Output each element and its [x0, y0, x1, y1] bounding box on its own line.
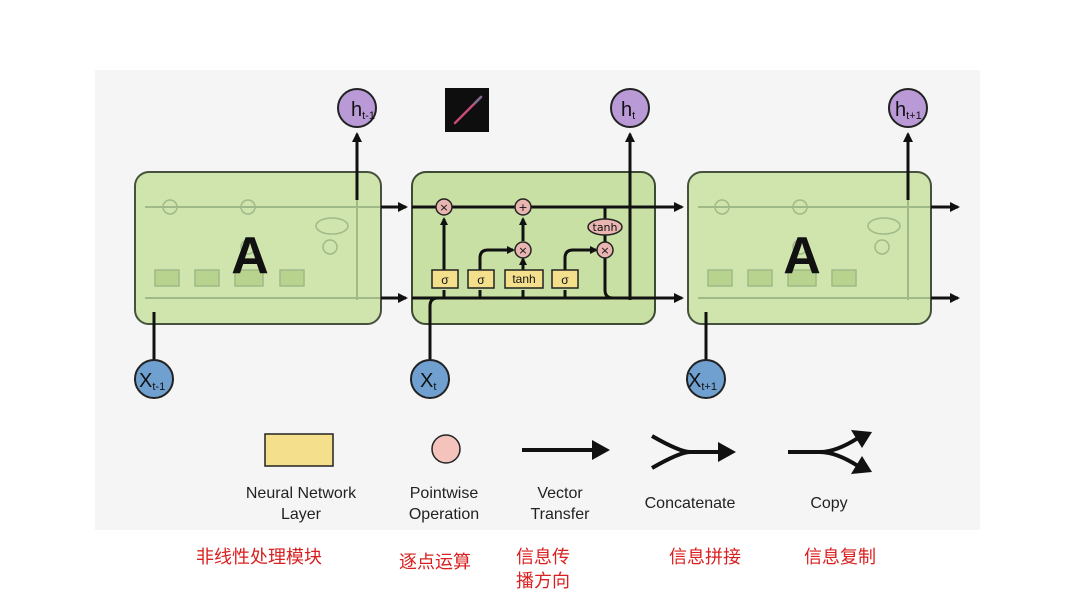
legend-copy-lower — [819, 450, 860, 468]
h-next-main: h — [895, 99, 906, 121]
op-output-multiply: × — [596, 241, 614, 259]
gate-candidate: tanh — [504, 269, 544, 289]
legend-concat: Concatenate — [645, 434, 736, 512]
legend-vector-arrow-head — [592, 440, 610, 460]
middle-lstm-cell — [411, 171, 656, 325]
cn-label-copy: 信息复制 — [804, 547, 876, 568]
x-curr-sub: t — [433, 381, 436, 393]
legend-concat-lower — [651, 450, 691, 470]
gate-output-label: σ — [561, 273, 569, 287]
cn-label-vector-line2: 播方向 — [516, 571, 570, 592]
legend-pointwise-line1: Pointwise — [410, 485, 479, 502]
pencil-icon[interactable] — [445, 88, 489, 132]
op-cell-tanh-label: tanh — [593, 221, 618, 234]
h-node-curr: ht — [610, 88, 650, 128]
x-prev-main: X — [139, 370, 152, 392]
op-add: + — [514, 198, 532, 216]
op-input-multiply-label: × — [518, 244, 527, 257]
legend-concat-label: Concatenate — [645, 495, 736, 512]
x-node-prev: Xt-1 — [134, 359, 174, 399]
legend-pointwise-line2: Operation — [409, 506, 479, 523]
gate-input-label: σ — [477, 273, 485, 287]
legend-vector: Vector Transfer — [522, 440, 610, 523]
gate-candidate-label: tanh — [512, 272, 535, 286]
inter-cell-wires — [152, 132, 960, 362]
legend-copy-head-up — [851, 430, 872, 448]
legend-pointwise: Pointwise Operation — [409, 434, 479, 523]
legend: Neural Network Layer Pointwise Operation… — [246, 430, 872, 523]
cn-label-vector-line1: 信息传 — [516, 547, 570, 568]
legend-copy: Copy — [788, 430, 872, 512]
op-input-multiply: × — [514, 241, 532, 259]
legend-copy-head-down — [851, 456, 872, 474]
h-next-sub: t+1 — [906, 110, 922, 122]
x-next-main: X — [688, 370, 701, 392]
op-output-multiply-label: × — [600, 244, 609, 257]
x-node-next: Xt+1 — [686, 359, 726, 399]
svg-text:Xt+1: Xt+1 — [688, 370, 717, 393]
x-node-curr: Xt — [410, 359, 450, 399]
legend-nn-layer: Neural Network Layer — [246, 433, 357, 523]
cn-label-nn-layer: 非线性处理模块 — [196, 547, 322, 568]
op-add-label: + — [518, 201, 527, 214]
op-cell-tanh: tanh — [587, 218, 623, 236]
x-curr-main: X — [420, 370, 433, 392]
gate-input: σ — [467, 269, 495, 289]
cn-label-pointwise: 逐点运算 — [399, 552, 471, 573]
gate-forget-label: σ — [441, 273, 449, 287]
cell-label-right: A — [783, 227, 821, 285]
h-prev-main: h — [351, 99, 362, 121]
legend-pointwise-swatch — [431, 434, 461, 464]
h-curr-sub: t — [632, 110, 635, 122]
gate-forget: σ — [431, 269, 459, 289]
h-curr-main: h — [621, 99, 632, 121]
legend-vector-line2: Transfer — [531, 506, 591, 523]
x-next-sub: t+1 — [701, 381, 717, 393]
op-forget-multiply-label: × — [439, 201, 448, 214]
h-prev-sub: t-1 — [362, 110, 375, 122]
h-node-prev: ht-1 — [337, 88, 377, 128]
svg-text:ht+1: ht+1 — [895, 99, 922, 122]
svg-text:ht-1: ht-1 — [351, 99, 375, 122]
x-prev-sub: t-1 — [152, 381, 165, 393]
cell-label-left: A — [231, 227, 269, 285]
svg-text:Xt-1: Xt-1 — [139, 370, 165, 393]
gate-output: σ — [551, 269, 579, 289]
legend-vector-line1: Vector — [537, 485, 583, 502]
legend-copy-label: Copy — [810, 495, 847, 512]
svg-text:Xt: Xt — [420, 370, 436, 393]
cn-label-concat: 信息拼接 — [669, 547, 741, 568]
legend-nn-layer-line1: Neural Network — [246, 485, 357, 502]
svg-text:ht: ht — [621, 99, 635, 122]
legend-nn-layer-line2: Layer — [281, 506, 322, 523]
op-forget-multiply: × — [435, 198, 453, 216]
legend-nn-layer-swatch — [264, 433, 334, 467]
legend-concat-head — [718, 442, 736, 462]
h-node-next: ht+1 — [888, 88, 928, 128]
right-lstm-cell: A — [687, 171, 932, 325]
middle-cell-internals — [412, 207, 614, 360]
left-lstm-cell: A — [134, 171, 382, 325]
